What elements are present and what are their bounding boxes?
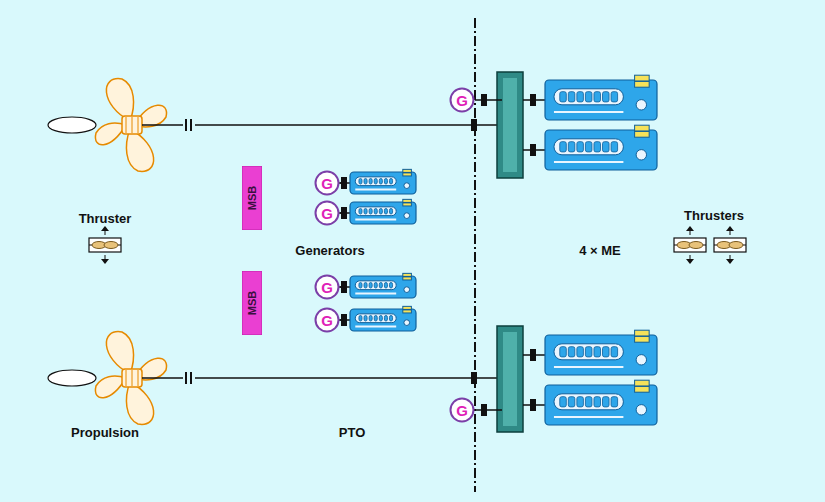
coupling: [341, 207, 347, 219]
switchboard-box: MSB: [242, 166, 262, 230]
generator-circle: G: [449, 397, 475, 423]
part-label: Generators: [295, 243, 364, 258]
coupling: [530, 94, 536, 106]
shaft-line: [142, 124, 183, 126]
shaft-line: [475, 409, 497, 411]
coupling: [530, 399, 536, 411]
engine-icon: [350, 199, 416, 224]
thruster-symbol: [714, 226, 746, 264]
part-label: Propulsion: [71, 425, 139, 440]
engine-icon: [545, 125, 657, 170]
shaft-line: [340, 182, 344, 184]
coupling: [530, 144, 536, 156]
coupling: [341, 177, 347, 189]
gearbox: [497, 72, 523, 178]
gearbox: [497, 326, 523, 432]
part-label: PTO: [339, 425, 366, 440]
shaft-line: [338, 286, 350, 288]
shaft-line: [340, 286, 344, 288]
generator-circle: G: [314, 170, 340, 196]
propeller: [48, 79, 191, 172]
generator-circle: G: [314, 200, 340, 226]
generator-label: G: [321, 205, 333, 222]
shaft-line: [338, 182, 350, 184]
part-label: Thrusters: [684, 208, 744, 223]
divider-line: [474, 18, 476, 492]
engine-icon: [350, 273, 416, 298]
shaft-line: [475, 99, 497, 101]
shaft-line: [142, 377, 183, 379]
generator-label: G: [321, 279, 333, 296]
generator-circle: G: [449, 87, 475, 113]
generator-label: G: [321, 312, 333, 329]
switchboard-label: MSB: [246, 291, 258, 315]
shaft-line: [338, 212, 350, 214]
propeller: [48, 332, 191, 425]
generator-circle: G: [314, 307, 340, 333]
switchboard-box: MSB: [242, 271, 262, 335]
shaft-line: [340, 319, 344, 321]
switchboard-label: MSB: [246, 186, 258, 210]
gearbox: [503, 78, 517, 172]
engine-icon: [350, 306, 416, 331]
gearbox: [503, 332, 517, 426]
shaft-line: [195, 124, 497, 126]
generator-label: G: [456, 92, 468, 109]
coupling: [341, 281, 347, 293]
generator-label: G: [456, 402, 468, 419]
generator-label: G: [321, 175, 333, 192]
engine-icon: [545, 380, 657, 425]
thruster-symbol: [674, 226, 706, 264]
shaft-line: [195, 377, 497, 379]
part-label: 4 × ME: [579, 243, 621, 258]
part-label: Thruster: [79, 211, 132, 226]
shaft-line: [497, 99, 502, 101]
coupling: [341, 314, 347, 326]
generator-circle: G: [314, 274, 340, 300]
engine-icon: [545, 330, 657, 375]
engine-icon: [350, 169, 416, 194]
coupling: [471, 372, 477, 384]
shaft-line: [340, 212, 344, 214]
coupling: [471, 119, 477, 131]
shaft-line: [497, 409, 502, 411]
coupling: [530, 349, 536, 361]
shaft-line: [338, 319, 350, 321]
engine-icon: [545, 75, 657, 120]
thruster-symbol: [89, 226, 121, 264]
